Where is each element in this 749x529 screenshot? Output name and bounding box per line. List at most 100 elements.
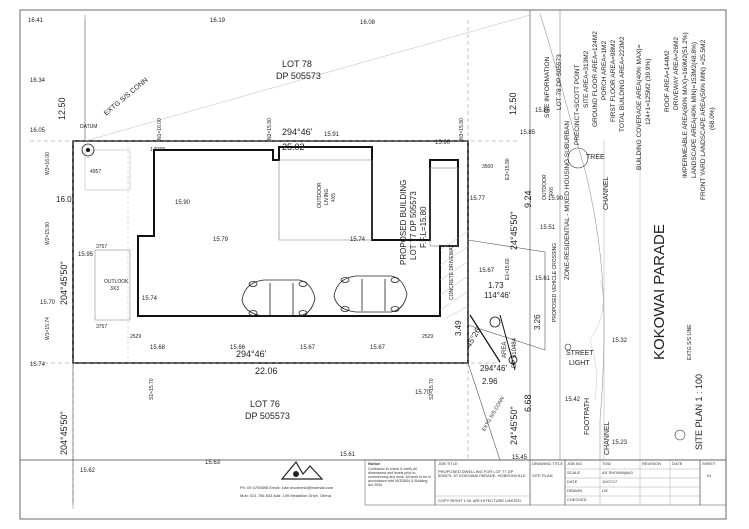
drawn-label: DRAWN xyxy=(567,488,582,493)
tree-icon xyxy=(567,147,589,169)
level: 15.77 xyxy=(470,196,486,202)
level: 15.51 xyxy=(540,225,556,231)
note-n2: 4957 xyxy=(90,169,102,175)
lot-dp: LOT 78 DP 505573 xyxy=(556,54,563,110)
site-info-line: IMPERMEABLE AREA(60% MAX)=160M2(51.2%) xyxy=(682,32,689,178)
drawn: LW xyxy=(602,488,608,493)
right-length: 9.24 xyxy=(523,190,533,208)
sheet-label: SHEET xyxy=(702,461,716,466)
level: 15.61 xyxy=(340,452,356,458)
note-n1: 1.8300 xyxy=(150,147,166,153)
level: 15.67 xyxy=(370,345,386,351)
lot78-label: LOT 78 xyxy=(282,59,312,69)
copyright: COPY RIGHT L.W. ARCHITECTURE LIMITED xyxy=(438,498,521,503)
job-no: 7092 xyxy=(602,461,611,466)
site-info-line: SITE AREA=313M2 xyxy=(583,50,590,108)
car-1 xyxy=(241,279,316,317)
top-bearing: 294°46' xyxy=(282,127,313,137)
n2-label: N2=15.90 xyxy=(267,118,273,140)
scale-label: SCALE xyxy=(567,470,581,475)
building-lot: LOT 77 DP 505573 xyxy=(409,191,418,260)
extg-ss-line-right: EXTG S/S LINE xyxy=(687,324,693,360)
level: 15.62 xyxy=(80,468,96,474)
street-light-b: LIGHT xyxy=(569,360,590,367)
channel-b: CHANNEL xyxy=(604,421,611,455)
level: 15.45 xyxy=(512,455,528,461)
n1-label: N1=16.00 xyxy=(157,118,163,140)
note-n5: 2529 xyxy=(130,334,142,340)
n3-label: N3=15.90 xyxy=(459,118,465,140)
dim-6: 2.96 xyxy=(482,377,498,386)
dim-2: 114°46' xyxy=(484,291,511,300)
channel-a: CHANNEL xyxy=(603,176,610,210)
firm-logo xyxy=(280,460,324,480)
w2-label: W2=15.90 xyxy=(45,222,51,245)
dim-7: 294°46' xyxy=(480,364,507,373)
level: 15.61 xyxy=(535,276,551,282)
left-bearing: 204°45'50" xyxy=(59,261,69,305)
notice-body: Contractor to check & verify all dimensi… xyxy=(368,467,431,487)
right-bearing-low: 24°45'50" xyxy=(509,406,519,445)
lot76-label: LOT 76 xyxy=(250,399,280,409)
date: 11/07/17 xyxy=(602,479,618,484)
proposed-vehicle: PROPOSED VEHICLE CROSSING xyxy=(552,242,558,322)
notice-title: Notice xyxy=(368,461,381,466)
sheet: 01 xyxy=(707,473,712,478)
firm-contact: Ph: 09 4755898 Email: luke.mcdermid@hotm… xyxy=(240,485,334,490)
site-info-line: LANDSCAPE AREA(40% MIN)=153M2(48.8%) xyxy=(691,41,698,178)
zone: ZONE-RESIDENTIAL - MIXED HOUSING SUBURBA… xyxy=(564,120,571,280)
level: 15.74 xyxy=(30,362,46,368)
level: 15.70 xyxy=(40,300,56,306)
level: 15.32 xyxy=(612,338,628,344)
street-light-icon xyxy=(564,343,572,351)
revision-label: REVISION xyxy=(642,461,662,466)
footpath: FOOTPATH xyxy=(584,397,591,435)
note-n4: 3757 xyxy=(96,324,108,330)
lot76-dp: DP 505573 xyxy=(245,411,290,421)
outlook-b: 3X3 xyxy=(110,286,119,292)
level: 15.70 xyxy=(415,390,431,396)
left-16: 16.0 xyxy=(56,195,72,204)
level: 15.68 xyxy=(150,345,166,351)
outdoor-size: 4X6 xyxy=(549,187,555,196)
level: 15.63 xyxy=(205,460,221,466)
site-info-line: PORCH AREA=1M2 xyxy=(601,40,608,100)
offset-top-left: 12.50 xyxy=(57,97,67,120)
left-bearing-low: 204°45'50" xyxy=(59,411,69,455)
e1-label: E1=15.60 xyxy=(505,258,511,280)
note-n6: 2529 xyxy=(422,334,434,340)
area-dp: DP 510484 xyxy=(512,338,518,368)
firm-address: Mob: 021 756 833 Add: 109 Medallion Driv… xyxy=(240,493,331,498)
site-info-line: (68.0%) xyxy=(709,107,716,130)
outlook-a: OUTLOOK xyxy=(104,279,129,285)
site-info-line: TOTAL BUILDING AREA=223M2 xyxy=(619,36,626,132)
level: 16.08 xyxy=(360,20,376,26)
checked-label: CHECKED xyxy=(567,497,587,502)
date-label: DATE xyxy=(567,479,578,484)
top-length: 25.02 xyxy=(282,142,305,152)
site-info-line: FRONT YARD LANDSCAPE AREA(50% MIN) =25.5… xyxy=(700,39,707,200)
sheet-border xyxy=(19,9,727,520)
level: 16.34 xyxy=(30,78,46,84)
road-name: KOKOWAI PARADE xyxy=(651,224,668,360)
level: 15.90 xyxy=(435,140,451,146)
level: 15.67 xyxy=(300,345,316,351)
lot78-dp: DP 505573 xyxy=(276,71,321,81)
bottom-bearing: 294°46' xyxy=(236,349,267,359)
note-n3: 3757 xyxy=(96,244,108,250)
level: 16.05 xyxy=(30,128,46,134)
area-label: AREA xyxy=(502,341,508,358)
job-no-label: JOB NO. xyxy=(567,461,584,466)
right-length-low: 6.68 xyxy=(523,394,533,412)
w3-label: W3=16.00 xyxy=(45,152,51,175)
section-marker-icon xyxy=(674,429,686,441)
s1-label: S1=15.70 xyxy=(149,378,155,400)
date2-label: DATE xyxy=(672,461,683,466)
manhole-icon xyxy=(81,143,95,157)
level: 16.19 xyxy=(210,18,226,24)
site-info-line: BUILDING COVERAGE AREA(40% MAX)= xyxy=(636,44,643,170)
level: 15.95 xyxy=(78,252,94,258)
drawing-title-label: DRAWING TITLE xyxy=(532,461,564,466)
level: 15.90 xyxy=(175,200,191,206)
e2-label: E2=15.90 xyxy=(505,158,511,180)
